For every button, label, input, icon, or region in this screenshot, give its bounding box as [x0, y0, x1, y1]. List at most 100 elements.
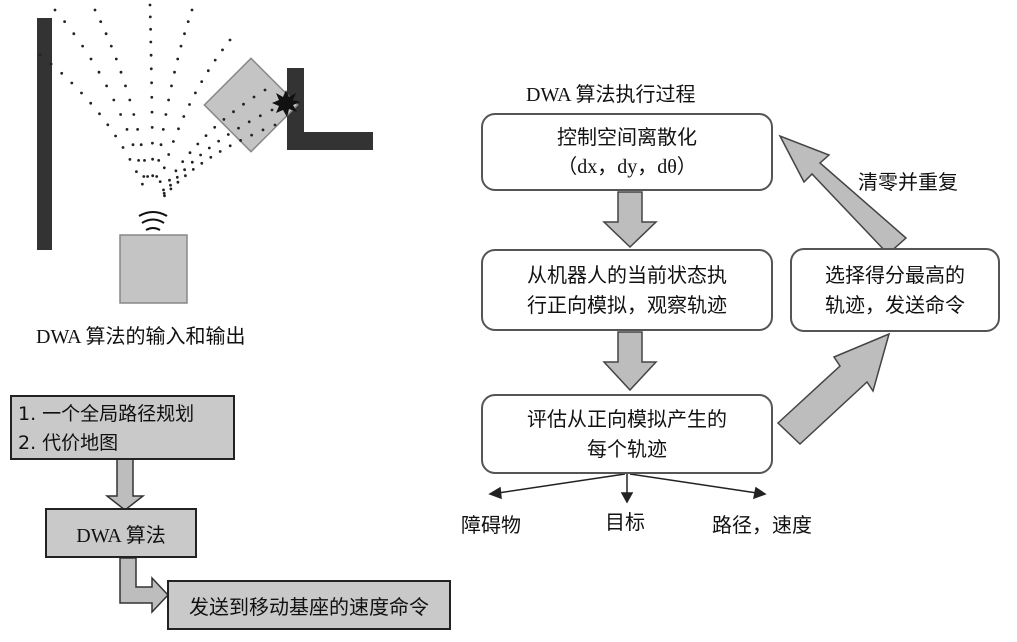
trajectory-dot: [252, 95, 256, 99]
trajectory-dot: [38, 53, 42, 57]
trajectory-dot: [247, 120, 251, 124]
trajectory-dot: [239, 139, 243, 142]
trajectory-dot: [142, 175, 146, 178]
trajectory-dot: [157, 159, 161, 162]
trajectory-dot: [132, 113, 136, 116]
trajectory-dot: [206, 69, 210, 73]
velocity-command-box: 发送到移动基座的速度命令: [167, 580, 451, 630]
trajectory-dot: [139, 143, 143, 147]
trajectory-dot: [150, 95, 154, 99]
trajectory-dot: [169, 183, 172, 187]
wall-left: [37, 18, 52, 250]
trajectory-dot: [80, 91, 83, 95]
trajectory-dot: [97, 70, 101, 74]
trajectory-dot: [188, 151, 192, 155]
trajectory-dot: [119, 113, 122, 116]
collision-star-icon: [272, 90, 300, 117]
trajectory-dot: [63, 20, 66, 23]
trajectory-dot: [128, 158, 132, 161]
trajectory-dot: [161, 127, 165, 131]
trajectory-dot: [53, 8, 57, 12]
trajectory-dot: [167, 153, 171, 156]
trajectory-dot: [174, 169, 178, 173]
arrow-step3-to-step4: [776, 332, 891, 446]
trajectory-dot: [114, 57, 118, 61]
right-flow-arrows: [602, 134, 908, 446]
trajectory-dot: [172, 140, 175, 143]
trajectory-dot: [159, 143, 163, 147]
trajectory-dot: [250, 133, 254, 137]
trajectory-dot: [136, 127, 140, 131]
arrow-step2-to-step3: [602, 331, 658, 392]
trajectory-dot: [217, 139, 221, 143]
step3-text-line2: 每个轨迹: [587, 437, 667, 461]
trajectory-dot: [258, 114, 262, 118]
criterion-obstacles: 障碍物: [461, 513, 521, 537]
trajectory-dot: [162, 188, 165, 192]
trajectory-dot: [191, 168, 195, 171]
trajectory-dot: [222, 118, 226, 121]
step1-text-line2: （dx，dy，dθ）: [557, 156, 697, 178]
trajectory-dot: [150, 126, 154, 129]
trajectory-dot: [89, 57, 93, 61]
input-item-global-path: 1. 一个全局路径规划: [18, 403, 195, 425]
trajectory-dot: [151, 174, 155, 178]
trajectory-dot: [162, 166, 166, 170]
criterion-path-speed: 路径，速度: [712, 513, 812, 537]
trajectory-dot: [104, 32, 108, 36]
trajectory-dot: [196, 142, 200, 146]
trajectory-dot: [169, 187, 173, 191]
arrow-step4-to-step1: [778, 134, 908, 256]
trajectory-dot: [200, 80, 204, 83]
trajectory-dot: [263, 88, 267, 92]
trajectory-dot: [149, 53, 153, 57]
trajectory-dot: [155, 175, 159, 178]
trajectory-dot: [199, 153, 203, 157]
criteria-arrows: [488, 473, 767, 504]
trajectory-dot: [188, 103, 191, 106]
arrow-step1-to-step2: [602, 191, 658, 249]
sensor-arcs: [138, 211, 168, 231]
trajectory-dot: [60, 71, 64, 75]
trajectory-dot: [163, 194, 166, 198]
trajectory-dot: [237, 126, 240, 130]
trajectory-dot: [162, 191, 166, 195]
trajectory-dot: [143, 159, 146, 162]
trajectory-dot: [148, 15, 152, 19]
trajectory-dot: [70, 81, 74, 85]
loop-label: 清零并重复: [858, 170, 958, 194]
trajectory-dot: [128, 98, 132, 102]
input-item-costmap: 2. 代价地图: [18, 432, 119, 454]
step3-text-line1: 评估从正向模拟产生的: [527, 407, 727, 431]
trajectory-dot: [89, 101, 93, 105]
trajectory-dot: [190, 160, 194, 164]
trajectory-dot: [221, 48, 224, 52]
trajectory-dot: [121, 146, 125, 149]
trajectory-dot: [151, 157, 155, 161]
trajectory-dot: [49, 62, 53, 66]
trajectory-dot: [146, 175, 150, 178]
trajectory-dot: [168, 178, 171, 182]
trajectory-dot: [226, 133, 230, 136]
trajectory-dot: [209, 155, 213, 159]
trajectory-dot: [175, 175, 179, 179]
trajectory-dot: [119, 70, 123, 74]
trajectory-dot: [98, 112, 101, 116]
trajectory-dot: [176, 57, 180, 61]
trajectory-dot: [105, 84, 108, 88]
trajectory-dot: [81, 44, 84, 48]
dwa-illustration: [37, 3, 373, 304]
trajectory-dot: [124, 84, 127, 88]
trajectory-dot: [148, 3, 152, 7]
trajectory-dot: [131, 143, 135, 147]
trajectory-dot: [158, 180, 162, 184]
trajectory-dot: [151, 141, 154, 145]
trajectory-dot: [242, 102, 245, 106]
criterion-goal: 目标: [605, 510, 645, 534]
trajectory-dot: [261, 128, 265, 132]
trajectory-dot: [150, 110, 154, 114]
trajectory-dot: [228, 38, 232, 42]
simulated-trajectories: [38, 3, 277, 198]
trajectory-dot: [177, 127, 180, 131]
